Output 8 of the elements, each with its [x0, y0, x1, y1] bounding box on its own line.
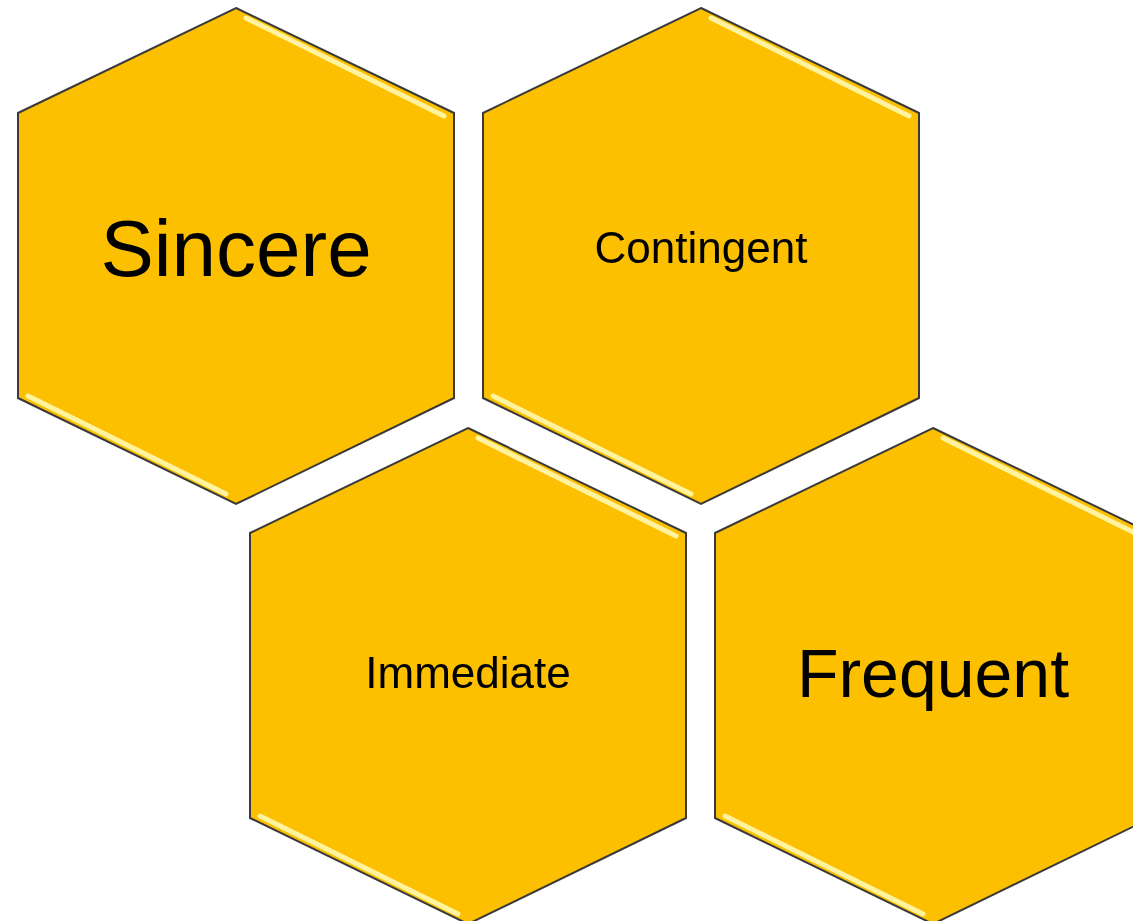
hexagon-label: Sincere — [100, 203, 372, 295]
hexagon-label: Immediate — [365, 648, 571, 698]
hexagon-label: Contingent — [594, 223, 808, 273]
hexagon — [250, 428, 686, 921]
hexagon — [18, 8, 454, 504]
hexagon — [715, 428, 1133, 921]
hexagon-label: Frequent — [796, 634, 1070, 712]
hexagon — [483, 8, 919, 504]
